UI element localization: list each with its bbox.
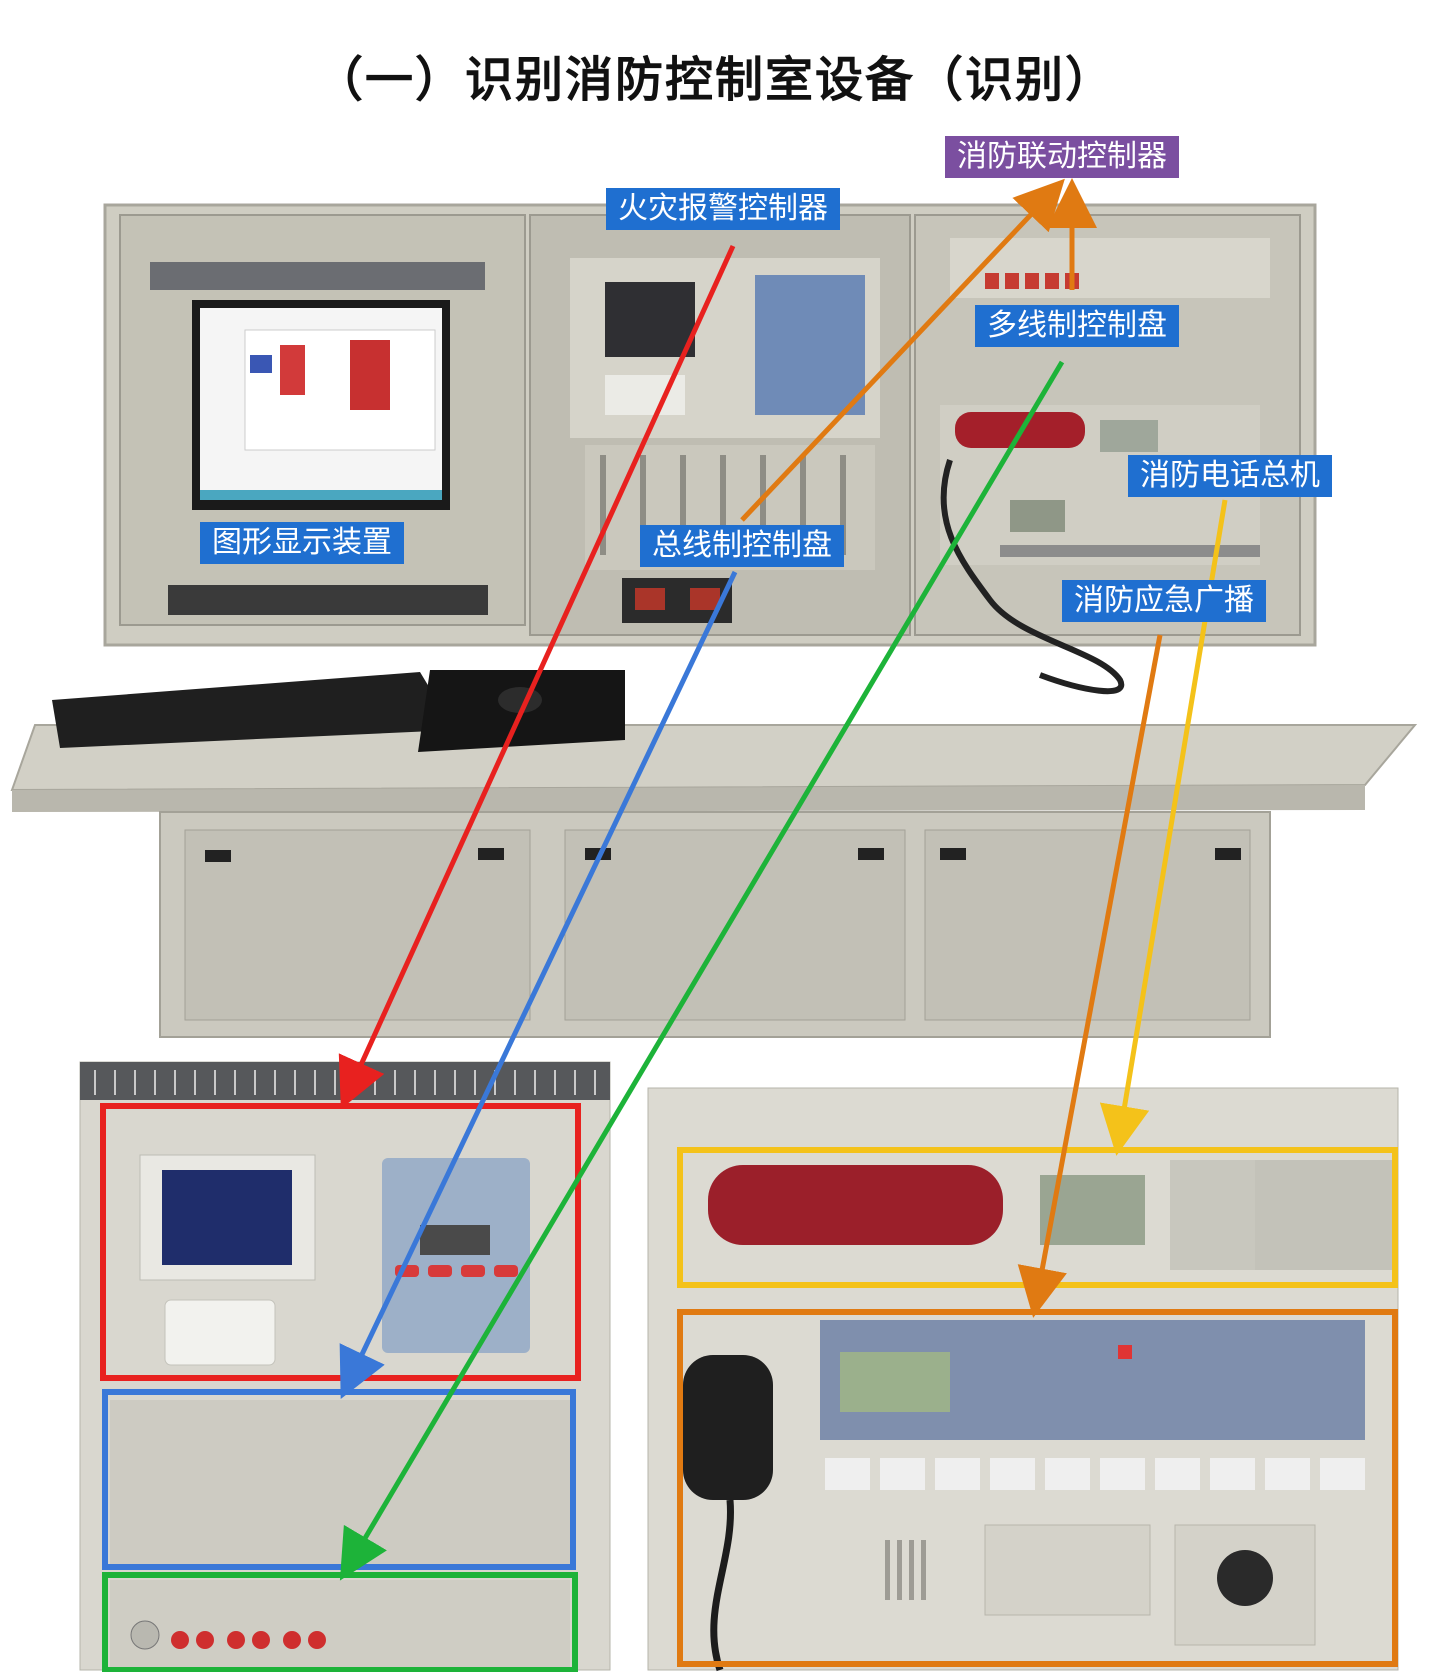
green-arrow — [339, 360, 1065, 1581]
orange-arrow-bus-to-linkage — [740, 178, 1065, 522]
blue-arrow — [339, 570, 738, 1400]
fire-alarm-controller-closeup — [79, 1061, 611, 1672]
label-fire-alarm-controller: 火灾报警控制器 — [606, 188, 840, 230]
label-bus-panel: 总线制控制盘 — [640, 525, 844, 567]
blue-highlight-box — [102, 1389, 576, 1570]
page-title: （一）识别消防控制室设备（识别） — [314, 52, 1115, 108]
orange-arrow-broadcast — [1017, 634, 1163, 1318]
label-linkage-controller: 消防联动控制器 — [945, 136, 1179, 178]
red-arrow — [338, 244, 736, 1110]
pointer-arrows — [338, 178, 1228, 1581]
label-multiline-panel: 多线制控制盘 — [975, 305, 1179, 347]
label-emergency-broadcast: 消防应急广播 — [1062, 580, 1266, 622]
label-graphic-display: 图形显示装置 — [200, 522, 404, 564]
phone-broadcast-closeup — [647, 1087, 1399, 1672]
label-fire-telephone-host: 消防电话总机 — [1128, 455, 1332, 497]
